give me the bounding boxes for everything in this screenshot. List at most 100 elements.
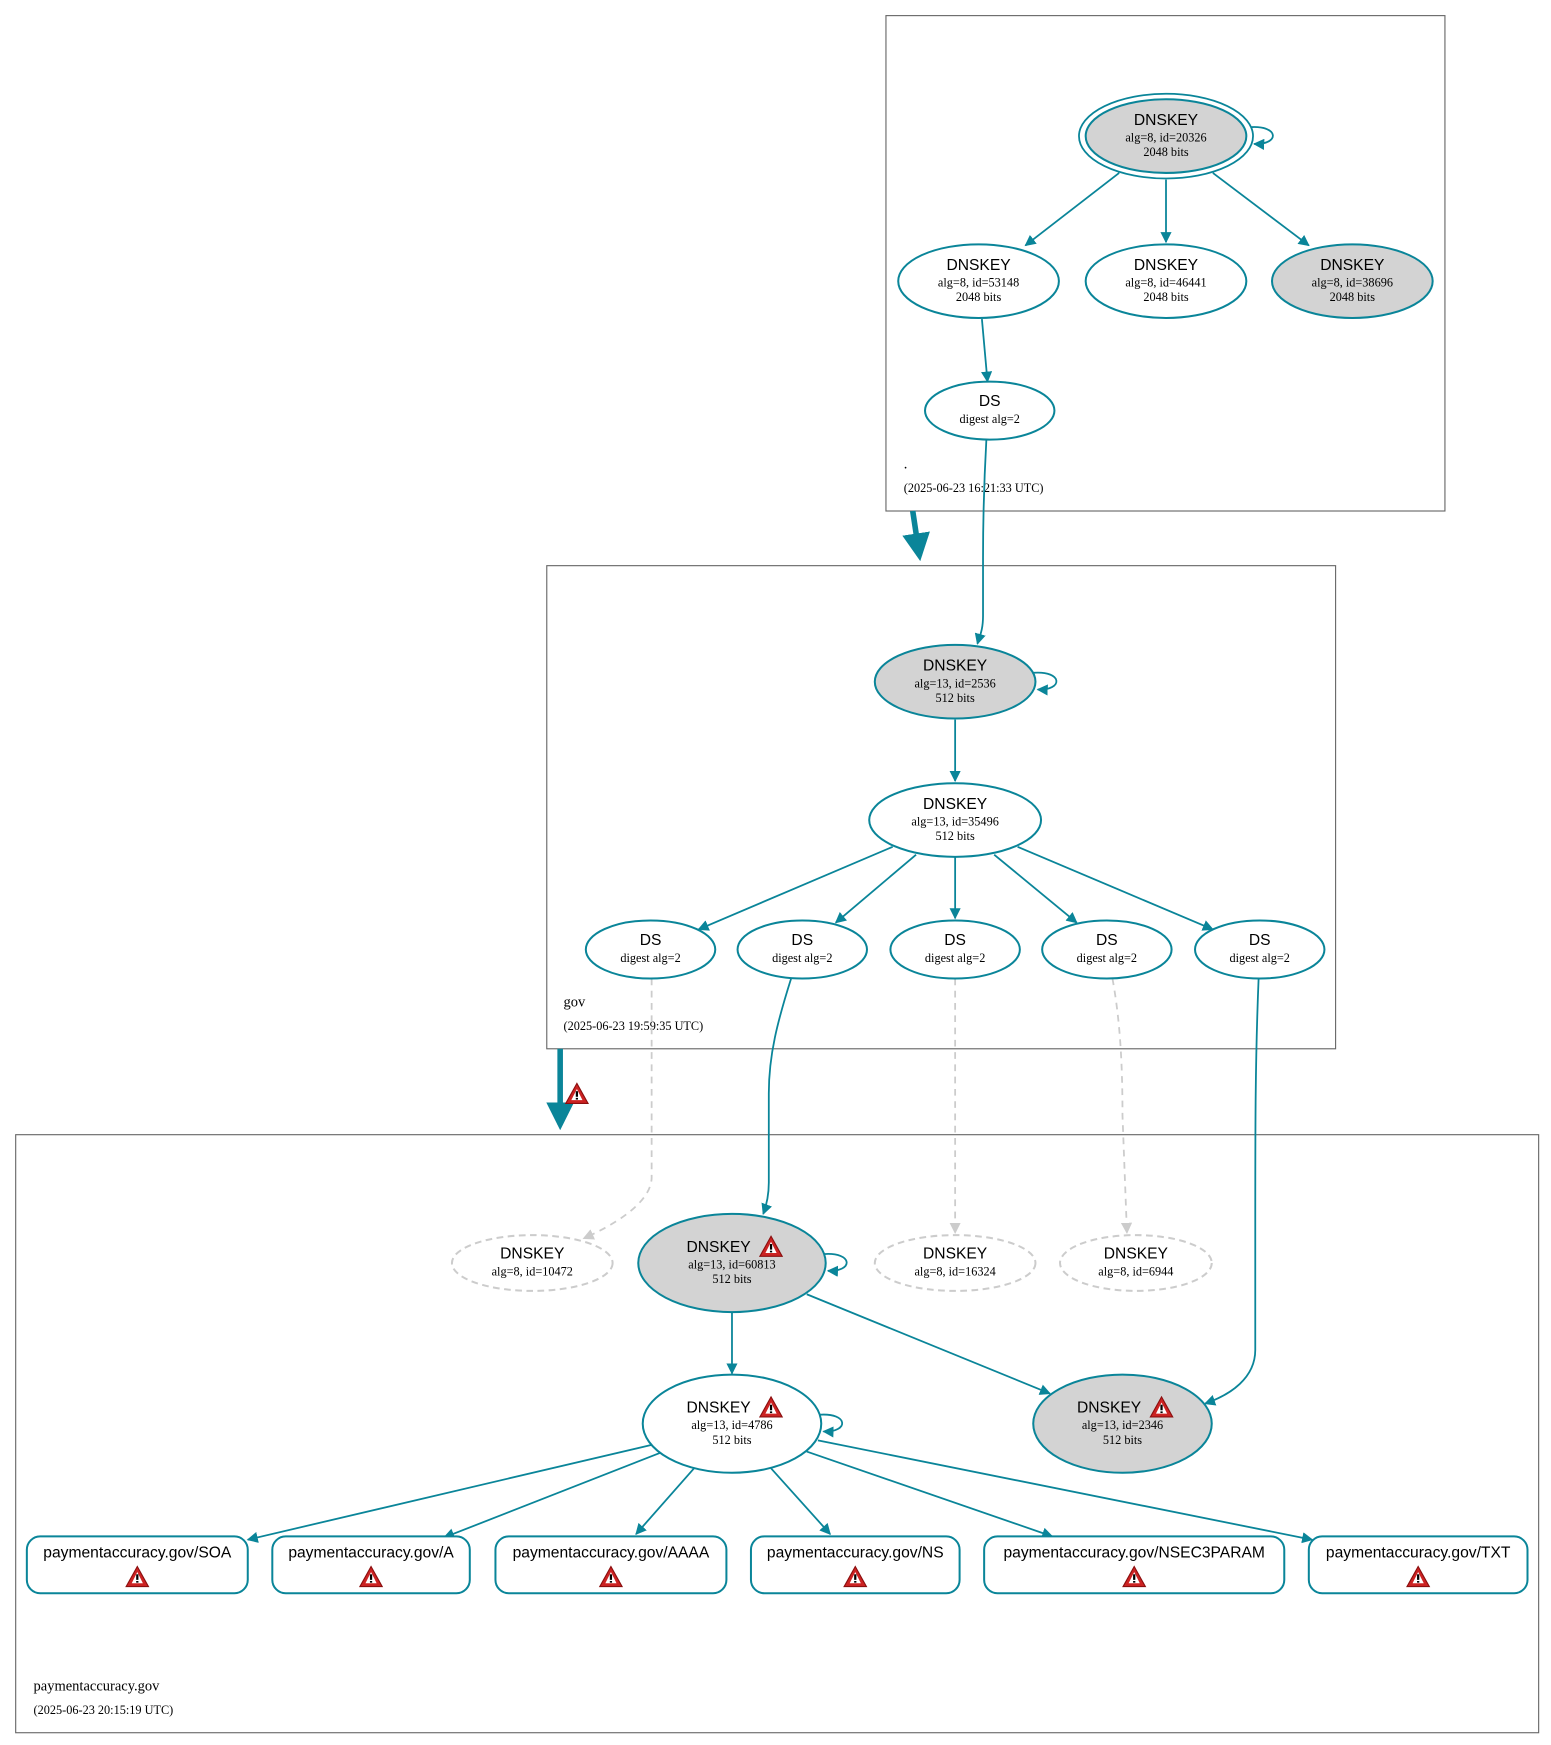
edge: [1024, 172, 1120, 247]
node-bits: 512 bits: [936, 691, 975, 705]
warning-icon: [843, 1565, 868, 1588]
node-bits: 2048 bits: [1330, 290, 1376, 304]
edge: [761, 978, 792, 1215]
zone-box: [546, 565, 1337, 1050]
edge: [974, 439, 988, 645]
node-title: DS: [1096, 932, 1118, 949]
node-bits: 2048 bits: [956, 290, 1002, 304]
ds-node-ds5[interactable]: DS digest alg=2: [1194, 919, 1326, 980]
rrset-label: paymentaccuracy.gov/AAAA: [513, 1545, 710, 1562]
node-bits: 512 bits: [712, 1433, 751, 1447]
node-title: DNSKEY: [686, 1239, 751, 1256]
zone-pay: paymentaccuracy.gov (2025-06-23 20:15:19 …: [15, 1134, 1540, 1734]
rrset-node-soa[interactable]: paymentaccuracy.gov/SOA: [25, 1535, 249, 1595]
self-loop-edge: [823, 1253, 848, 1277]
ds-node-ds2[interactable]: DS digest alg=2: [736, 919, 868, 980]
edge: [1017, 846, 1214, 931]
rrset-node-txt[interactable]: paymentaccuracy.gov/TXT: [1307, 1535, 1529, 1595]
warning-icon: [758, 1395, 784, 1418]
edge: [981, 319, 993, 383]
node-detail: digest alg=2: [1077, 951, 1137, 965]
ds-node-ds4[interactable]: DS digest alg=2: [1041, 919, 1173, 980]
edge: [443, 1451, 661, 1540]
node-title: DNSKEY: [923, 658, 988, 675]
node-bits: 2048 bits: [1143, 145, 1189, 159]
edge: [697, 846, 894, 931]
node-title: DNSKEY: [500, 1246, 565, 1263]
self-loop-edge: [818, 1413, 843, 1438]
node-detail: digest alg=2: [1230, 951, 1290, 965]
node-detail: alg=13, id=4786: [691, 1418, 772, 1432]
node-title: DNSKEY: [1077, 1400, 1142, 1417]
warning-icon: [564, 1082, 590, 1105]
node-title: DS: [640, 932, 662, 949]
node-detail: alg=13, id=60813: [688, 1258, 775, 1272]
rrset-node-ns[interactable]: paymentaccuracy.gov/NS: [749, 1535, 961, 1595]
zone-box: [15, 1134, 1540, 1734]
zone-date: (2025-06-23 20:15:19 UTC): [34, 1703, 174, 1717]
rrset-node-a[interactable]: paymentaccuracy.gov/A: [271, 1535, 471, 1595]
node-title: DS: [1249, 932, 1271, 949]
edge: [1111, 978, 1133, 1234]
edge: [770, 1467, 831, 1535]
node-detail: alg=8, id=38696: [1312, 276, 1393, 290]
edge: [1212, 172, 1310, 247]
warning-icon: [125, 1565, 150, 1588]
node-detail: alg=13, id=2346: [1082, 1418, 1163, 1432]
warning-icon: [1406, 1565, 1431, 1588]
node-title: DNSKEY: [1134, 112, 1199, 129]
node-bits: 512 bits: [936, 829, 975, 843]
rrset-label: paymentaccuracy.gov/A: [288, 1545, 454, 1562]
node-bits: 512 bits: [712, 1272, 751, 1286]
rrset-label: paymentaccuracy.gov/TXT: [1326, 1545, 1511, 1562]
node-title: DNSKEY: [686, 1400, 751, 1417]
zone-name: paymentaccuracy.gov: [34, 1678, 161, 1694]
warning-icon: [758, 1235, 784, 1257]
warning-icon: [1122, 1565, 1147, 1588]
zone-box: [885, 15, 1446, 512]
node-title: DS: [944, 932, 966, 949]
edge: [817, 1439, 1314, 1544]
node-detail: digest alg=2: [772, 951, 832, 965]
warning-icon: [358, 1565, 384, 1588]
node-title: DS: [791, 932, 813, 949]
node-detail: alg=8, id=53148: [938, 276, 1019, 290]
node-detail: digest alg=2: [620, 951, 680, 965]
node-title: DNSKEY: [1320, 257, 1385, 274]
node-title: DNSKEY: [1104, 1246, 1169, 1263]
rrset-node-aaaa[interactable]: paymentaccuracy.gov/AAAA: [494, 1535, 728, 1595]
node-detail: alg=8, id=10472: [492, 1264, 573, 1278]
node-detail: alg=8, id=46441: [1125, 276, 1206, 290]
edge: [806, 1293, 1052, 1395]
zone-root: .(2025-06-23 16:21:33 UTC): [885, 15, 1446, 512]
node-title: DNSKEY: [946, 257, 1011, 274]
delegation-arrow: [902, 510, 930, 562]
warning-icon: [1149, 1395, 1174, 1418]
warning-icon: [598, 1565, 624, 1588]
node-title: DNSKEY: [923, 796, 988, 813]
edge: [582, 978, 653, 1240]
node-title: DNSKEY: [923, 1246, 988, 1263]
node-detail: alg=8, id=20326: [1125, 131, 1206, 145]
rrset-node-nsec3param[interactable]: paymentaccuracy.gov/NSEC3PARAM: [983, 1535, 1286, 1595]
edge: [834, 853, 917, 924]
node-title: DNSKEY: [1134, 257, 1199, 274]
node-bits: 512 bits: [1103, 1433, 1142, 1447]
self-loop-edge: [1033, 671, 1058, 696]
ds-node-ds1[interactable]: DS digest alg=2: [584, 919, 717, 980]
